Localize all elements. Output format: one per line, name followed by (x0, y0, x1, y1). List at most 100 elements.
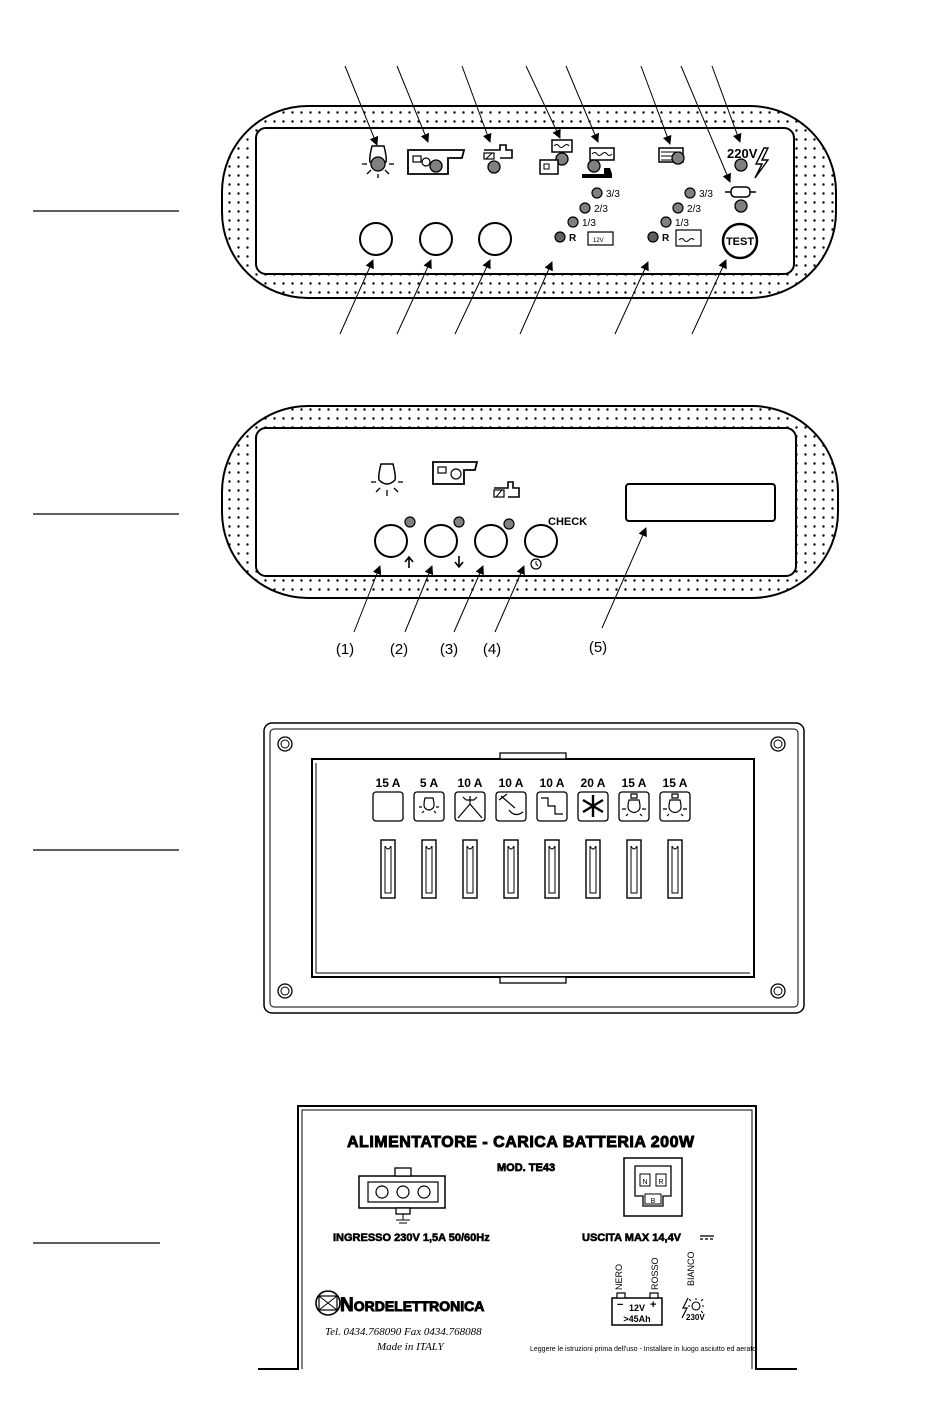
pump-button[interactable] (478, 222, 512, 256)
fuse-slot-inner (507, 845, 515, 894)
phone-fax: Tel. 0434.768090 Fax 0434.768088 (325, 1326, 482, 1338)
lamp-icon (371, 463, 403, 496)
vehicle-tank-icon (582, 147, 615, 178)
svg-text:R: R (569, 233, 577, 244)
leader-lines-bottom (339, 259, 727, 335)
fuse-rating: 5 A (420, 776, 439, 790)
fuse-icon (725, 186, 756, 198)
fuse-rating: 15 A (376, 776, 401, 790)
dc-symbol-icon (700, 1235, 714, 1240)
safety-notice: Leggere le istruzioni prima dell'uso - I… (530, 1346, 756, 1353)
model-label: MOD. TE43 (497, 1162, 555, 1174)
fuse-rating: 10 A (540, 776, 565, 790)
brand-logo (315, 1290, 341, 1316)
level-indicator-right: 3/3 2/3 1/3 R (647, 187, 713, 247)
svg-text:R: R (662, 233, 670, 244)
cover-tab-bottom (499, 976, 567, 984)
external-light-icon-glyph (457, 796, 483, 819)
fuse-rating: 15 A (663, 776, 688, 790)
waste-battery-icon (675, 229, 702, 247)
fuse-slot-inner (630, 845, 638, 894)
lamp-led (404, 516, 416, 528)
lamp-button[interactable] (359, 222, 393, 256)
svg-text:1/3: 1/3 (675, 218, 689, 229)
lightning-icon (754, 147, 770, 179)
fuse-slot-inner (466, 845, 474, 894)
callout-3: (3) (440, 641, 458, 658)
output-label: USCITA MAX 14,4V (582, 1232, 682, 1244)
brand-name: NORDELETTRONICA (340, 1295, 484, 1316)
callout-1: (1) (336, 641, 354, 658)
fuse-slot-inner (589, 845, 597, 894)
battery-icon (587, 231, 614, 246)
svg-text:2/3: 2/3 (687, 204, 701, 215)
mains-led (734, 158, 748, 172)
lcd-display (625, 483, 776, 522)
input-label: INGRESSO 230V 1,5A 50/60Hz (333, 1232, 490, 1244)
check-button[interactable] (524, 524, 558, 558)
clock-icon (530, 558, 542, 570)
voltage-label: 220V (727, 146, 758, 161)
test-button-label: TEST (726, 236, 754, 248)
charger-title: ALIMENTATORE - CARICA BATTERIA 200W (347, 1134, 695, 1151)
lamp-icon (413, 791, 445, 822)
svg-text:12V: 12V (629, 1303, 645, 1313)
external-light-icon (454, 791, 486, 822)
fuse-rating: 10 A (499, 776, 524, 790)
fuse-slot-inner (671, 845, 679, 894)
check-label: CHECK (548, 516, 587, 528)
battery-icon: − + 12V >45Ah (611, 1292, 663, 1326)
blank-icon (372, 791, 404, 822)
cover-tab-top (499, 752, 567, 760)
svg-text:−: − (617, 1299, 623, 1311)
lamp-icon-glyph (419, 797, 439, 814)
external-light-button[interactable] (419, 222, 453, 256)
wire-red-label: ROSSO (650, 1257, 660, 1290)
lamp-r-icon-glyph (622, 793, 646, 817)
down-button[interactable] (424, 524, 458, 558)
wire-white-label: BIANCO (686, 1251, 696, 1286)
leader-lines-panel-2 (353, 527, 647, 633)
charger-outline (258, 1105, 797, 1370)
svg-text:2/3: 2/3 (594, 204, 608, 215)
level-indicator-left: 3/3 2/3 1/3 R 12V (554, 187, 620, 246)
snowflake-icon-glyph (582, 795, 604, 817)
lamp-r-icon (618, 791, 650, 822)
tap-icon (483, 144, 513, 174)
lamp-icon (362, 145, 394, 178)
arrow-up-icon (404, 555, 414, 568)
test-button[interactable] (721, 222, 759, 260)
svg-text:3/3: 3/3 (606, 189, 620, 200)
arrow-down-icon (454, 556, 464, 569)
charger-label: ALIMENTATORE - CARICA BATTERIA 200W MOD.… (33, 1105, 797, 1370)
tap-icon (493, 481, 520, 498)
up-button[interactable] (374, 524, 408, 558)
panel-1-face (255, 127, 795, 275)
fuse-slot-inner (548, 845, 556, 894)
svg-text:R: R (658, 1179, 663, 1186)
lamp-r-icon (659, 791, 691, 822)
screw-icon (277, 736, 786, 999)
pump-button[interactable] (474, 524, 508, 558)
fuse-slot-inner (425, 845, 433, 894)
callout-5: (5) (589, 639, 607, 656)
output-connector-icon: N R B (623, 1157, 683, 1217)
external-light-led (453, 516, 465, 528)
callout-2: (2) (390, 641, 408, 658)
svg-text:+: + (650, 1299, 656, 1311)
control-panel-1: 220V 3/3 2/3 1/3 R 12V 3/3 2/3 (33, 65, 837, 335)
svg-text:3/3: 3/3 (699, 189, 713, 200)
mains-light-icon: 230V (681, 1297, 705, 1322)
fuse-rating: 10 A (458, 776, 483, 790)
charger-inner-line (301, 1109, 753, 1369)
pump-led (503, 518, 515, 530)
svg-text:B: B (651, 1198, 656, 1205)
made-in: Made in ITALY (376, 1341, 446, 1353)
svg-text:N: N (642, 1179, 647, 1186)
svg-text:>45Ah: >45Ah (623, 1314, 650, 1324)
waste-tank-icon (658, 147, 685, 165)
shower-icon-glyph (498, 793, 524, 816)
tank-icon (539, 139, 573, 175)
